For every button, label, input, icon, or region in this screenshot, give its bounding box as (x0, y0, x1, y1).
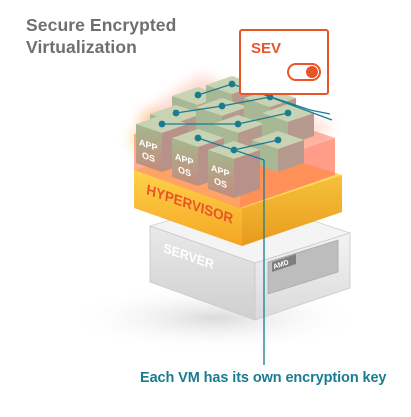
key-node-icon (230, 146, 238, 154)
toggle-knob (306, 66, 318, 78)
vm-os-label: OS (214, 176, 227, 190)
key-node-icon (172, 109, 180, 117)
key-node-icon (158, 120, 166, 128)
key-node-icon (194, 91, 202, 99)
key-node-icon (284, 109, 292, 117)
vm-os-label: OS (142, 150, 155, 164)
title-line-1: Secure Encrypted (26, 15, 177, 35)
key-node-icon (218, 102, 226, 110)
amd-chip-label: AMD (272, 259, 289, 271)
sev-panel: SEV (239, 29, 329, 95)
key-node-icon (274, 136, 282, 144)
amd-chip (272, 254, 296, 272)
title-line-2: Virtualization (26, 37, 137, 57)
key-node-icon (266, 93, 274, 101)
encryption-key-nodes (158, 80, 292, 154)
toggle-switch-icon[interactable] (287, 63, 321, 81)
caption: Each VM has its own encryption key (140, 370, 387, 386)
key-node-icon (228, 80, 236, 88)
key-node-icon (194, 134, 202, 142)
sev-label: SEV (251, 40, 282, 57)
key-node-icon (234, 120, 242, 128)
chip-slot (267, 239, 339, 295)
vm-os-label: OS (178, 165, 191, 179)
